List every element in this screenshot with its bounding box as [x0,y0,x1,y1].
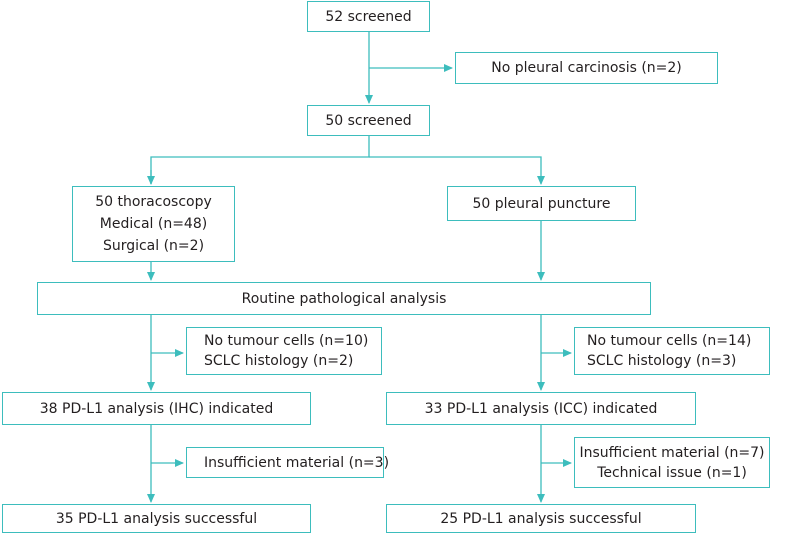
thoracoscopy-surgical: Surgical (n=2) [102,238,205,254]
box-thoracoscopy: 50 thoracoscopy Medical (n=48) Surgical … [72,186,235,262]
box-50-screened-label: 50 screened [325,112,412,129]
split-line-50-screened [150,135,370,184]
box-icc-indicated: 33 PD-L1 analysis (ICC) indicated [386,392,696,425]
thoracoscopy-title: 50 thoracoscopy [95,194,212,210]
box-pleural-puncture: 50 pleural puncture [447,186,636,221]
box-52-screened: 52 screened [307,1,430,32]
icc-insufficient-material: Insufficient material (n=7) [579,444,765,461]
no-pleural-carcinosis-label: No pleural carcinosis (n=2) [491,60,682,76]
box-ihc-insufficient: Insufficient material (n=3) [186,447,389,478]
box-ihc-exclusions: No tumour cells (n=10) SCLC histology (n… [186,327,382,375]
box-routine-pathological-analysis: Routine pathological analysis [37,282,651,315]
box-no-pleural-carcinosis: No pleural carcinosis (n=2) [455,52,718,84]
ihc-no-tumour-cells: No tumour cells (n=10) [204,333,369,349]
icc-indicated-label: 33 PD-L1 analysis (ICC) indicated [424,400,658,417]
box-ihc-success: 35 PD-L1 analysis successful [2,504,311,533]
ihc-insufficient-label: Insufficient material (n=3) [204,454,390,471]
ihc-sclc-histology: SCLC histology (n=2) [204,353,354,369]
thoracoscopy-medical: Medical (n=48) [99,216,208,232]
icc-sclc-histology: SCLC histology (n=3) [587,353,737,369]
icc-technical-issue: Technical issue (n=1) [597,464,747,481]
ihc-indicated-label: 38 PD-L1 analysis (IHC) indicated [39,400,274,417]
icc-success-label: 25 PD-L1 analysis successful [440,510,642,527]
box-icc-failures: Insufficient material (n=7) Technical is… [574,437,770,488]
routine-analysis-label: Routine pathological analysis [241,290,447,307]
box-icc-exclusions: No tumour cells (n=14) SCLC histology (n… [574,327,770,375]
ihc-success-label: 35 PD-L1 analysis successful [55,510,258,527]
box-52-screened-label: 52 screened [325,8,412,25]
icc-no-tumour-cells: No tumour cells (n=14) [587,333,752,349]
pleural-puncture-label: 50 pleural puncture [472,195,611,212]
box-ihc-indicated: 38 PD-L1 analysis (IHC) indicated [2,392,311,425]
box-icc-success: 25 PD-L1 analysis successful [386,504,696,533]
arrow-to-pleural-puncture [369,156,545,185]
box-50-screened: 50 screened [307,105,430,136]
